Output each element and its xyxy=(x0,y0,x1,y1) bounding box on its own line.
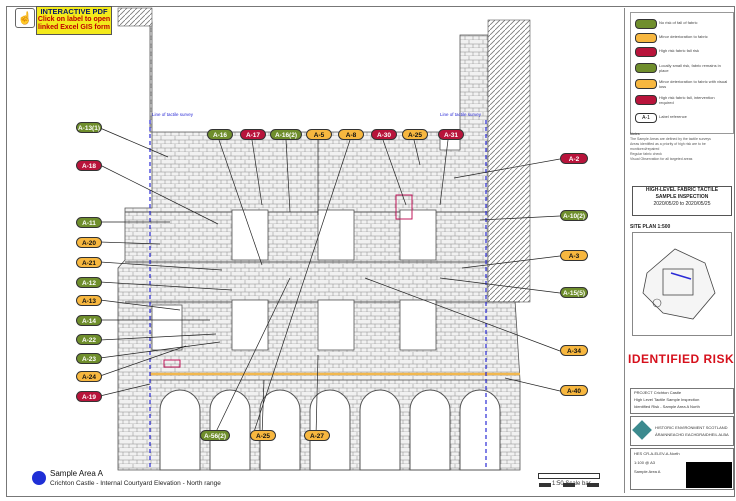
drawing-line3: Sample Area A xyxy=(634,469,661,474)
project-line1: PROJECT Crichton Castle xyxy=(634,390,682,395)
interactive-pdf-banner[interactable]: INTERACTIVE PDF Click on label to open l… xyxy=(36,6,112,35)
risk-tag[interactable]: A-11 xyxy=(76,217,102,228)
legend-key-text: Label reference xyxy=(659,114,687,119)
risk-tag[interactable]: A-25 xyxy=(250,430,276,441)
legend-text: High risk fabric fall, intervention requ… xyxy=(659,95,715,105)
project-line2: High Level Tactile Sample Inspection xyxy=(634,397,700,402)
risk-tag[interactable]: A-24 xyxy=(76,371,102,382)
tower-section-hatch xyxy=(487,19,531,303)
note-line: Regular fabric check xyxy=(630,152,662,156)
organisation-line1: HISTORIC ENVIRONMENT SCOTLAND xyxy=(655,425,728,430)
legend-text: Minor deterioration to fabric xyxy=(659,34,708,39)
notes-heading: Notes xyxy=(630,132,640,136)
project-block: PROJECT Crichton Castle High Level Tacti… xyxy=(630,388,734,414)
sample-area-title: Sample Area A xyxy=(50,469,103,478)
risk-tag[interactable]: A-40 xyxy=(560,385,588,396)
notes: Notes The Sample Areas are defined by th… xyxy=(630,132,732,162)
redacted-block xyxy=(686,462,732,488)
risk-tag[interactable]: A-2 xyxy=(560,153,588,164)
sample-area-subtitle: Crichton Castle - Internal Courtyard Ele… xyxy=(50,480,221,487)
organisation-logo-icon xyxy=(632,420,652,440)
risk-tag[interactable]: A-30 xyxy=(371,129,397,140)
section-label-left: Line of tactile survey xyxy=(152,112,194,117)
risk-tag[interactable]: A-12 xyxy=(76,277,102,288)
drawing-line1: HES CR-A-ELEV-A-North xyxy=(634,451,680,456)
note-line: monitored/repaired xyxy=(630,147,660,151)
risk-tag[interactable]: A-3 xyxy=(560,250,588,261)
inspection-title-box: HIGH-LEVEL FABRIC TACTILE SAMPLE INSPECT… xyxy=(632,186,732,216)
drawing-line2: 1:100 @ A3 xyxy=(634,460,655,465)
section-label-right: Line of tactile survey xyxy=(440,112,482,117)
legend-swatch xyxy=(635,19,657,29)
note-line: Visual Observation for all targeted area… xyxy=(630,157,693,161)
note-line: Areas identified as a priority of high r… xyxy=(630,142,706,146)
legend-text: High risk fabric fall risk xyxy=(659,48,700,53)
risk-tag[interactable]: A-13(1) xyxy=(76,122,102,133)
risk-tag[interactable]: A-31 xyxy=(438,129,464,140)
legend-key-label: A-1 xyxy=(635,113,657,123)
site-plan-label: SITE PLAN 1:500 xyxy=(630,224,671,230)
legend-swatch xyxy=(635,79,657,89)
arcade-arches xyxy=(159,389,501,471)
risk-tag[interactable]: A-13 xyxy=(76,295,102,306)
risk-tag[interactable]: A-23 xyxy=(76,353,102,364)
project-line3: Identified Risk - Sample Area A North xyxy=(634,404,700,409)
risk-tag[interactable]: A-18 xyxy=(76,160,102,171)
risk-tag[interactable]: A-56(2) xyxy=(200,430,230,441)
risk-tag[interactable]: A-21 xyxy=(76,257,102,268)
risk-tag[interactable]: A-10(2) xyxy=(560,210,588,221)
inspection-title-line2: SAMPLE INSPECTION xyxy=(655,194,709,200)
banner-title: INTERACTIVE PDF xyxy=(40,7,108,16)
inspection-title-line3: 2020/05/20 to 2020/05/25 xyxy=(653,201,711,207)
identified-risk-heading: IDENTIFIED RISK xyxy=(628,352,734,366)
site-plan-drawing xyxy=(642,248,716,320)
pointing-hand-icon: ☝ xyxy=(15,8,35,28)
legend-swatch xyxy=(635,95,657,105)
legend-swatch xyxy=(635,63,657,73)
risk-tag[interactable]: A-14 xyxy=(76,315,102,326)
scale-bar xyxy=(538,473,600,487)
risk-tag[interactable]: A-16(2) xyxy=(270,129,302,140)
legend-text: Locally small risk, fabric remains in pl… xyxy=(659,63,721,73)
inspection-title-line1: HIGH-LEVEL FABRIC TACTILE xyxy=(645,187,719,193)
organisation-block: HISTORIC ENVIRONMENT SCOTLAND ÀRAINNEACH… xyxy=(630,416,734,446)
scale-bar-label: 1:50 Scale bar xyxy=(552,481,591,487)
risk-tag[interactable]: A-34 xyxy=(560,345,588,356)
legend-text: Minor deterioration to fabric with visua… xyxy=(659,79,728,89)
risk-tag[interactable]: A-8 xyxy=(338,129,364,140)
risk-tag[interactable]: A-17 xyxy=(240,129,266,140)
risk-tag[interactable]: A-22 xyxy=(76,334,102,345)
risk-tag[interactable]: A-16 xyxy=(207,129,233,140)
risk-tag[interactable]: A-15(5) xyxy=(560,287,588,298)
risk-tag[interactable]: A-25 xyxy=(402,129,428,140)
banner-line1: Click on label to open xyxy=(37,16,111,23)
risk-tag[interactable]: A-19 xyxy=(76,391,102,402)
site-plan xyxy=(632,232,732,336)
legend-swatch xyxy=(635,47,657,57)
risk-tag[interactable]: A-5 xyxy=(306,129,332,140)
banner-line2: linked Excel GIS form xyxy=(38,24,110,31)
risk-tag[interactable]: A-20 xyxy=(76,237,102,248)
legend-swatch xyxy=(635,33,657,43)
legend: No risk of fall of fabric Minor deterior… xyxy=(630,12,734,134)
risk-tag[interactable]: A-27 xyxy=(304,430,330,441)
legend-text: No risk of fall of fabric xyxy=(659,20,698,25)
note-line: The Sample Areas are defined by the tact… xyxy=(630,137,711,141)
organisation-line2: ÀRAINNEACHD EACHDRAIDHEIL ALBA xyxy=(655,432,729,437)
leader-lines xyxy=(99,127,561,439)
sample-area-marker-icon xyxy=(32,471,46,485)
